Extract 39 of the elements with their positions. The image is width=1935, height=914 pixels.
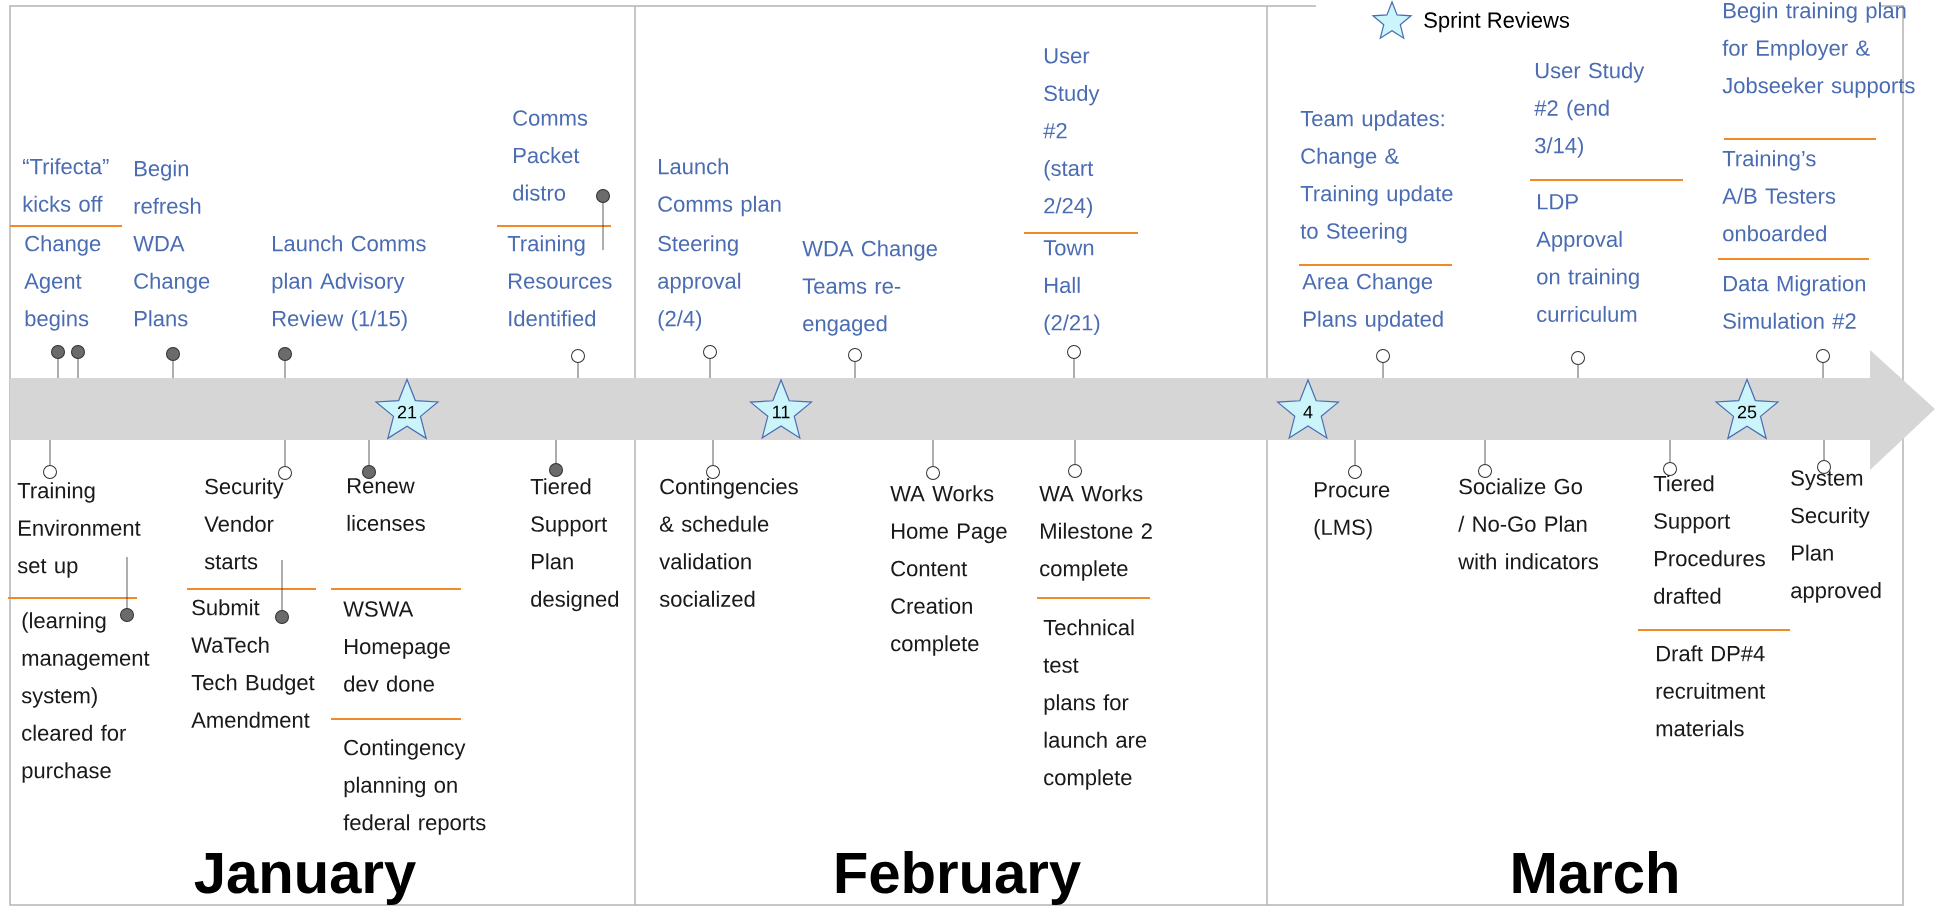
milestone-text: WA Works Milestone 2 complete bbox=[1039, 485, 1152, 581]
milestone-text: WSWA Homepage dev done bbox=[343, 601, 450, 692]
milestone-text: Renew licenses bbox=[347, 478, 425, 532]
milestone-text: User Study #2 (start 2/24) bbox=[1043, 48, 1100, 218]
milestone-text: Town Hall (2/21) bbox=[1043, 240, 1100, 335]
milestone-text: User Study #2 (end 3/14) bbox=[1534, 62, 1645, 158]
milestone-text: Area Change Plans updated bbox=[1302, 273, 1443, 332]
milestone-text: Launch Comms plan bbox=[658, 158, 781, 217]
milestone-text: Procure (LMS) bbox=[1314, 482, 1390, 540]
milestone-text: WA Works Home Page Content Creation complete bbox=[890, 485, 1007, 656]
milestone-text: Contingency planning on federal reports bbox=[343, 739, 486, 835]
month-heading: March bbox=[1513, 851, 1677, 894]
milestone-text: Technical test plans for launch are complete bbox=[1043, 619, 1147, 790]
milestone-text: Steering approval (2/4) bbox=[658, 235, 741, 331]
milestone-text: Tiered Support Plan designed bbox=[530, 478, 619, 612]
milestone-text: Socialize Go / No-Go Plan with indicators bbox=[1458, 478, 1598, 570]
milestone-text: Data Migration Simulation #2 bbox=[1723, 275, 1866, 329]
milestone-text: Training Environment set up bbox=[17, 482, 141, 578]
milestone-text: Begin training plan for Employer & Jobseeker supports bbox=[1722, 2, 1915, 98]
milestone-text: Security Vendor starts bbox=[204, 478, 284, 570]
month-heading: February bbox=[836, 851, 1081, 906]
milestone-text: Begin refresh WDA Change Plans bbox=[133, 160, 210, 327]
milestone-text: Training’s A/B Testers onboarded bbox=[1722, 150, 1836, 242]
milestone-text: Submit WaTech Tech Budget Amendment bbox=[191, 599, 315, 728]
milestone-text: WDA Change Teams re-engaged bbox=[802, 240, 937, 336]
milestone-text: Training Resources Identified bbox=[507, 235, 612, 327]
legend-text: Sprint Reviews bbox=[1422, 10, 1571, 34]
milestone-text: Change Agent begins bbox=[24, 235, 101, 331]
milestone-text: System Security Plan approved bbox=[1791, 470, 1881, 603]
milestone-text: (learning management system) cleared for purchase bbox=[21, 612, 150, 783]
milestone-text: “Trifecta” kicks off bbox=[23, 158, 109, 212]
month-heading: January bbox=[194, 853, 416, 906]
milestone-text: Contingencies & schedule validation socialized bbox=[659, 478, 798, 607]
milestone-text: Tiered Support Procedures drafted bbox=[1653, 475, 1765, 604]
milestone-text: LDP Approval on training curriculum bbox=[1536, 194, 1639, 323]
milestone-text: Comms Packet distro bbox=[513, 110, 588, 201]
milestone-text: Team updates: Change & Training update to Steering bbox=[1300, 110, 1453, 244]
milestone-text: Launch Comms plan Advisory Review (1/15) bbox=[272, 235, 426, 331]
milestone-text: Draft DP#4 recruitment materials bbox=[1656, 645, 1766, 737]
